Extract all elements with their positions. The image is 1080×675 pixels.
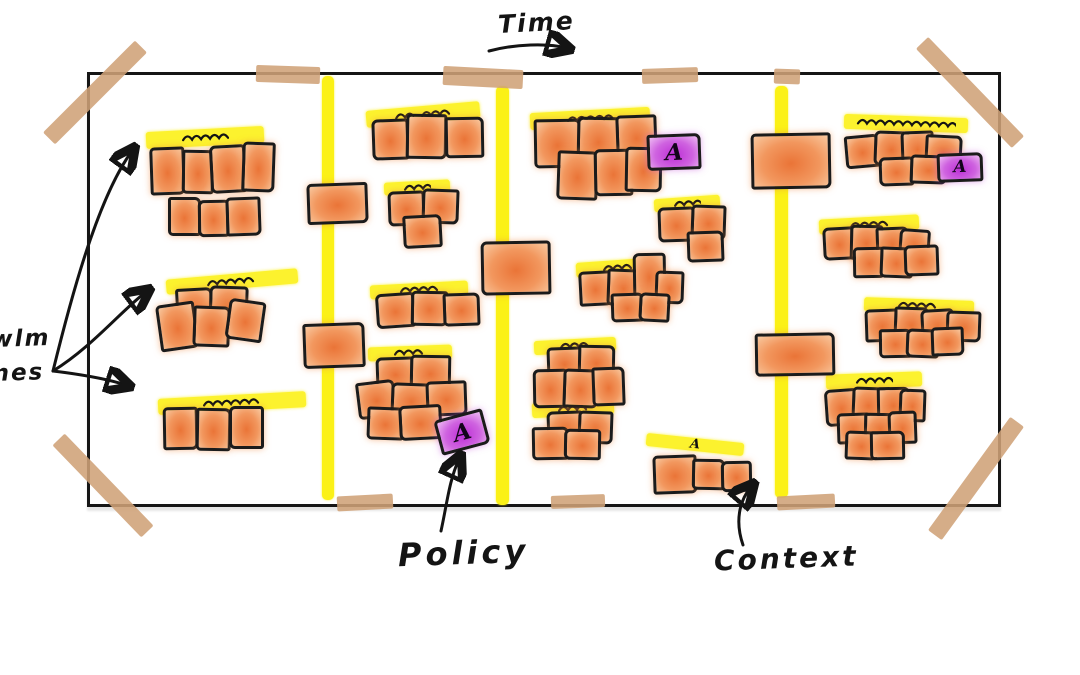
scribble-text-icon — [559, 341, 589, 350]
tape-strip — [255, 64, 321, 84]
scribble-text-icon — [394, 349, 424, 357]
sticky-note — [556, 150, 599, 201]
sticky-note — [402, 214, 443, 249]
sticky-note — [371, 118, 410, 161]
policy-label: Policy — [397, 531, 530, 575]
highlight-bar — [825, 371, 923, 390]
sticky-note — [302, 321, 366, 370]
time-arrow — [487, 45, 566, 51]
tape-strip — [442, 65, 524, 89]
sticky-note — [197, 199, 230, 238]
highlight-bar — [157, 391, 307, 415]
sticky-note — [652, 454, 698, 495]
time-label: Time — [497, 6, 576, 39]
sticky-note — [480, 240, 552, 296]
sticky-note — [442, 292, 481, 327]
scribble-text-icon — [420, 109, 451, 117]
sticky-note — [750, 132, 832, 190]
sticky-note — [224, 297, 267, 344]
sticky-note — [405, 113, 448, 160]
sticky-note — [754, 332, 836, 377]
highlight-bar — [145, 125, 265, 150]
policy-note-letter: A — [953, 156, 967, 178]
sticky-note — [168, 197, 201, 236]
policy-note: A — [936, 152, 984, 183]
context-label: Context — [713, 539, 860, 578]
context-divider-line — [496, 86, 509, 505]
scribble-text-icon — [403, 183, 432, 191]
sticky-note — [162, 406, 199, 451]
highlight-bar — [383, 179, 451, 196]
tape-strip — [776, 493, 836, 511]
sticky-note — [930, 326, 965, 357]
tape-strip — [550, 493, 606, 509]
sticky-note — [229, 406, 264, 449]
sticky-note — [591, 366, 626, 407]
sticky-note — [563, 428, 602, 461]
sticky-note — [686, 230, 725, 263]
sticky-note — [638, 292, 671, 323]
context-divider-line — [322, 76, 334, 500]
tape-strip — [336, 493, 394, 511]
sticky-note — [195, 407, 232, 452]
sticky-note — [720, 460, 753, 493]
sticky-note — [225, 196, 262, 237]
highlight-bar — [653, 194, 721, 213]
highlight-bar — [533, 336, 617, 356]
swimlanes-label-line2: nes — [0, 359, 45, 388]
sticky-note — [306, 181, 369, 226]
policy-note: A — [646, 133, 702, 171]
tape-strip — [773, 68, 801, 84]
swimlanes-label-line1: wlm — [0, 324, 51, 354]
highlight-bar — [165, 268, 299, 295]
scribble-text-icon — [673, 199, 702, 207]
highlight-bar — [367, 344, 453, 362]
sticky-note — [241, 141, 276, 193]
scribble-text-icon — [206, 276, 254, 286]
sticky-note — [444, 116, 485, 159]
highlight-bar — [575, 257, 663, 278]
scribble-text-icon — [857, 118, 956, 129]
policy-note-letter: A — [449, 416, 475, 448]
scribble-text-icon — [182, 132, 229, 142]
scribble-text-icon — [203, 398, 260, 408]
highlight-bar — [843, 113, 969, 134]
sticky-note — [149, 146, 186, 196]
tape-strip — [641, 66, 699, 84]
policy-note-letter: A — [664, 138, 684, 166]
sticky-note — [869, 430, 906, 461]
highlight-letter: A — [689, 436, 701, 453]
swimlanes-label: wlm nes — [0, 321, 52, 391]
scribble-text-icon — [855, 376, 894, 384]
scribble-text-icon — [602, 263, 632, 271]
sticky-note — [903, 244, 940, 277]
